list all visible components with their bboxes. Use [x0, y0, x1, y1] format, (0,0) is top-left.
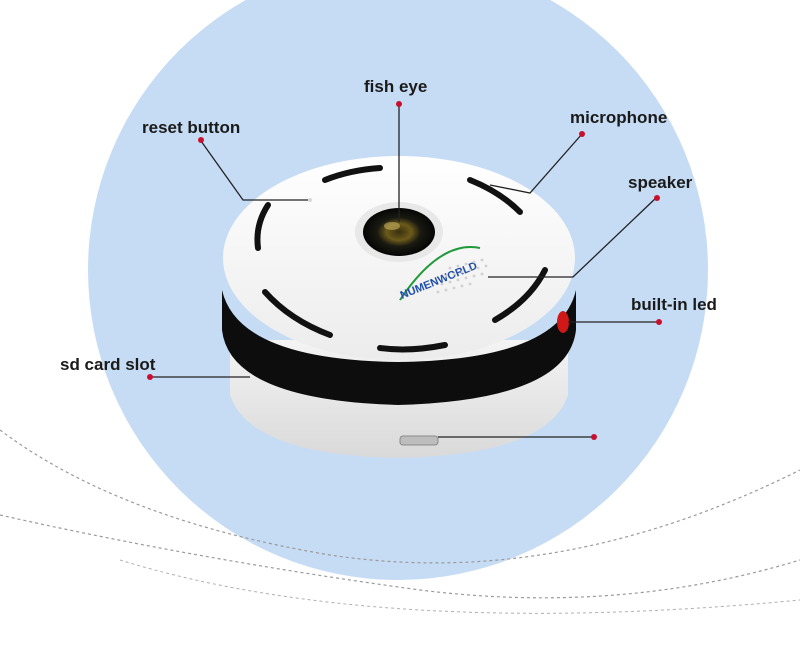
label-sd-card-slot: sd card slot [60, 355, 156, 374]
label-reset-button: reset button [142, 118, 241, 137]
callout-dot-speaker [654, 195, 660, 201]
speaker-holes [436, 258, 488, 294]
dashed-curve-3 [119, 559, 800, 614]
callout-dot-sd [147, 374, 153, 380]
dashed-curve-1 [0, 429, 800, 564]
label-speaker: speaker [628, 173, 693, 192]
callout-dot-led [656, 319, 662, 325]
label-fish-eye: fish eye [364, 77, 428, 96]
callout-dot-side-port [591, 434, 597, 440]
callout-line-speaker [488, 196, 658, 278]
callout-line-microphone [489, 133, 583, 194]
callout-dot-fish-eye [396, 101, 402, 107]
camera-body: NUMENWORLD [222, 156, 576, 458]
label-microphone: microphone [570, 108, 668, 127]
callout-dot-microphone [579, 131, 585, 137]
dashed-curve-2 [0, 514, 800, 599]
led-glow [557, 311, 569, 333]
side-port [399, 435, 439, 446]
callout-dot-reset [198, 137, 204, 143]
callout-line-reset [200, 140, 308, 201]
label-built-in-led: built-in led [631, 295, 717, 314]
